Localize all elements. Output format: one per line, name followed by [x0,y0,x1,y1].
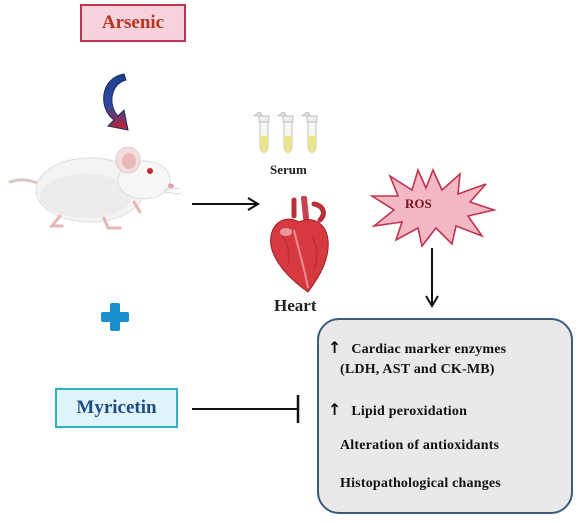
myricetin-label: Myricetin [76,397,157,418]
effect-histopathology: Histopathological changes [340,476,501,491]
ros-to-effects-arrow [425,248,439,308]
heart-label: Heart [274,296,317,315]
cardiac-markers-text: Cardiac marker enzymes [351,342,507,357]
increase-arrow-icon: ↑ [328,338,342,357]
effect-cardiac-markers: ↑ Cardiac marker enzymes [328,338,506,358]
inhibition-arrow [192,395,300,423]
effect-lipid-peroxidation: ↑ Lipid peroxidation [328,400,467,420]
curved-arrow-icon [103,73,129,131]
arsenic-label: Arsenic [101,12,165,33]
effect-antioxidants: Alteration of antioxidants [340,438,500,453]
myricetin-box: Myricetin [55,388,178,428]
rat-to-samples-arrow [192,197,260,211]
arsenic-box: Arsenic [80,4,186,42]
effects-box [317,318,573,514]
cardiac-markers-detail: (LDH, AST and CK-MB) [340,362,495,377]
rat-icon [8,146,182,230]
heart-icon [270,196,329,293]
ros-burst-icon [369,167,497,248]
serum-label: Serum [270,162,307,177]
increase-arrow-icon: ↑ [328,400,342,419]
serum-tubes-icon [253,111,318,154]
lipid-text: Lipid peroxidation [351,404,468,419]
plus-icon [101,303,129,331]
ros-label: ROS [405,196,432,211]
